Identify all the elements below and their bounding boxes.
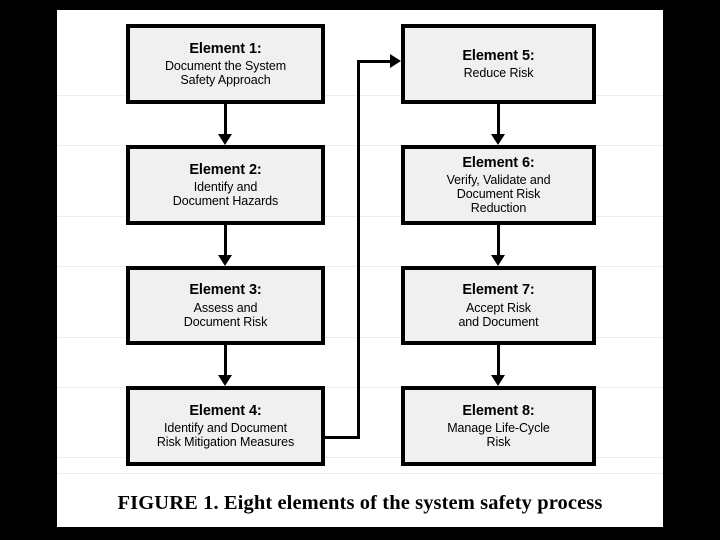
node-element-3[interactable]: Element 3: Assess and Document Risk bbox=[126, 266, 325, 345]
node-element-8-title: Element 8: bbox=[462, 402, 535, 419]
node-element-5-body: Reduce Risk bbox=[463, 66, 534, 81]
node-element-7-body: Accept Risk and Document bbox=[458, 300, 539, 329]
connector-element-1-to-2 bbox=[224, 104, 227, 135]
background-gridline bbox=[57, 216, 663, 217]
node-element-8[interactable]: Element 8: Manage Life-Cycle Risk bbox=[401, 386, 596, 466]
background-gridline bbox=[57, 145, 663, 146]
background-gridline bbox=[57, 387, 663, 388]
node-element-1-body: Document the System Safety Approach bbox=[164, 59, 287, 88]
node-element-7[interactable]: Element 7: Accept Risk and Document bbox=[401, 266, 596, 345]
node-element-4-body: Identify and Document Risk Mitigation Me… bbox=[156, 421, 295, 450]
arrow-element-7-to-8 bbox=[491, 375, 505, 386]
node-element-4[interactable]: Element 4: Identify and Document Risk Mi… bbox=[126, 386, 325, 466]
background-gridline bbox=[57, 337, 663, 338]
figure-canvas: Element 1: Document the System Safety Ap… bbox=[57, 10, 663, 527]
background-gridline bbox=[57, 266, 663, 267]
connector-element-4-to-5-segment-out bbox=[325, 436, 360, 439]
connector-element-6-to-7 bbox=[497, 225, 500, 256]
connector-element-4-to-5-segment-in bbox=[357, 60, 393, 63]
figure-caption: FIGURE 1. Eight elements of the system s… bbox=[117, 492, 603, 514]
node-element-2[interactable]: Element 2: Identify and Document Hazards bbox=[126, 145, 325, 225]
node-element-3-title: Element 3: bbox=[189, 282, 262, 299]
node-element-5-title: Element 5: bbox=[462, 47, 535, 64]
node-element-4-title: Element 4: bbox=[189, 402, 262, 419]
node-element-2-body: Identify and Document Hazards bbox=[172, 180, 279, 209]
node-element-6[interactable]: Element 6: Verify, Validate and Document… bbox=[401, 145, 596, 225]
arrow-element-6-to-7 bbox=[491, 255, 505, 266]
arrow-element-5-to-6 bbox=[491, 134, 505, 145]
connector-element-5-to-6 bbox=[497, 104, 500, 135]
node-element-1[interactable]: Element 1: Document the System Safety Ap… bbox=[126, 24, 325, 104]
node-element-2-title: Element 2: bbox=[189, 161, 262, 178]
node-element-5[interactable]: Element 5: Reduce Risk bbox=[401, 24, 596, 104]
arrow-element-1-to-2 bbox=[218, 134, 232, 145]
connector-element-7-to-8 bbox=[497, 345, 500, 376]
connector-element-4-to-5-segment-up bbox=[357, 60, 360, 439]
background-gridline bbox=[57, 473, 663, 474]
node-element-8-body: Manage Life-Cycle Risk bbox=[447, 421, 550, 450]
node-element-3-body: Assess and Document Risk bbox=[183, 300, 268, 329]
arrow-element-3-to-4 bbox=[218, 375, 232, 386]
connector-element-3-to-4 bbox=[224, 345, 227, 376]
connector-element-2-to-3 bbox=[224, 225, 227, 256]
node-element-6-body: Verify, Validate and Document Risk Reduc… bbox=[446, 173, 551, 216]
arrow-element-4-to-5 bbox=[390, 54, 401, 68]
node-element-6-title: Element 6: bbox=[462, 154, 535, 171]
background-gridline bbox=[57, 457, 663, 458]
node-element-7-title: Element 7: bbox=[462, 282, 535, 299]
background-gridline bbox=[57, 95, 663, 96]
node-element-1-title: Element 1: bbox=[189, 40, 262, 57]
arrow-element-2-to-3 bbox=[218, 255, 232, 266]
